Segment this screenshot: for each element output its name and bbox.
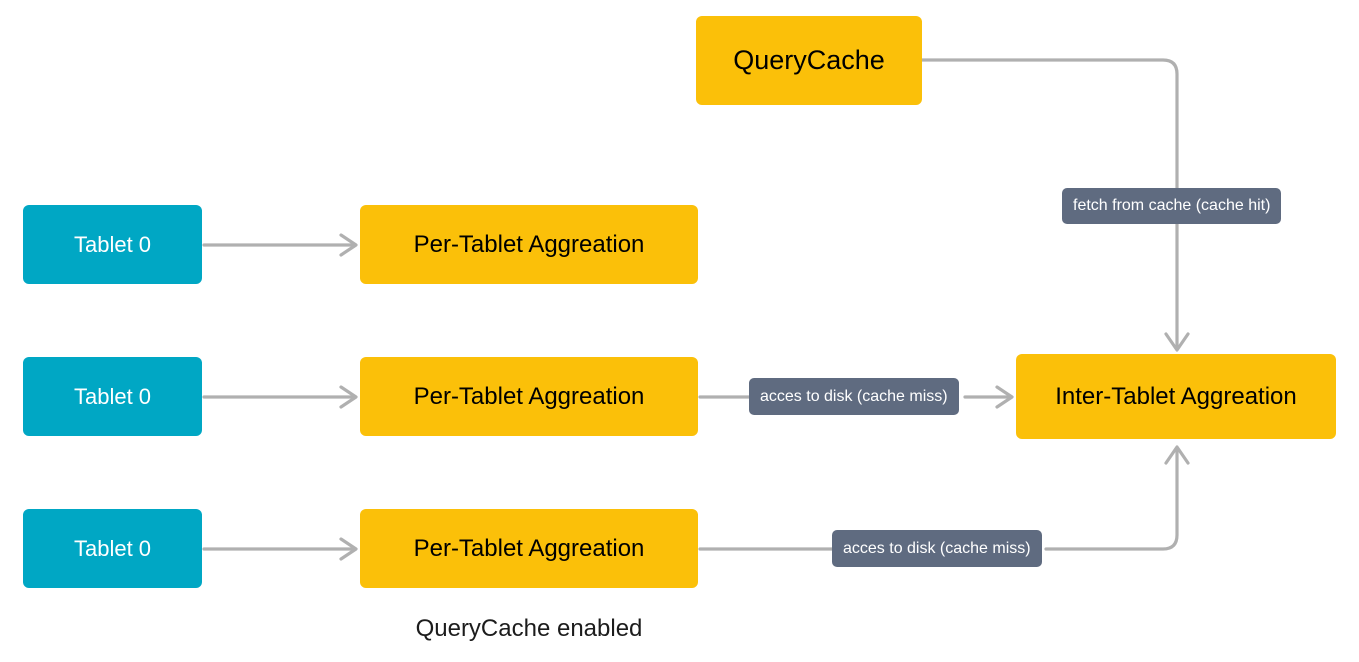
node-inter-tablet-aggregation[interactable]: Inter-Tablet Aggreation: [1016, 354, 1336, 439]
node-tablet-2-label: Tablet 0: [73, 535, 152, 561]
node-per-tablet-aggregation-1-label: Per-Tablet Aggreation: [413, 382, 645, 410]
node-per-tablet-aggregation-0[interactable]: Per-Tablet Aggreation: [360, 205, 698, 284]
node-per-tablet-aggregation-1[interactable]: Per-Tablet Aggreation: [360, 357, 698, 436]
node-tablet-2[interactable]: Tablet 0: [23, 509, 202, 588]
edge-label-cache-hit: fetch from cache (cache hit): [1062, 188, 1282, 224]
node-query-cache-label: QueryCache: [733, 44, 885, 75]
node-query-cache[interactable]: QueryCache: [696, 16, 922, 105]
edge-tablet2-to-pertablet2: [202, 537, 358, 561]
edge-pertablet2-to-intertablet: [698, 445, 1190, 551]
node-tablet-0[interactable]: Tablet 0: [23, 205, 202, 284]
node-per-tablet-aggregation-0-label: Per-Tablet Aggreation: [413, 230, 645, 258]
edge-label-cache-miss-bottom: acces to disk (cache miss): [832, 530, 1042, 567]
edge-label-cache-miss-middle: acces to disk (cache miss): [749, 378, 959, 415]
node-tablet-0-label: Tablet 0: [73, 231, 152, 257]
node-per-tablet-aggregation-2-label: Per-Tablet Aggreation: [413, 534, 645, 562]
edge-tablet1-to-pertablet1: [202, 385, 358, 409]
edge-tablet0-to-pertablet0: [202, 233, 358, 257]
edge-pertablet1-to-intertablet: [698, 385, 1014, 409]
edge-querycache-to-intertablet: [920, 58, 1190, 352]
diagram-caption: QueryCache enabled: [415, 615, 643, 642]
node-tablet-1-label: Tablet 0: [73, 383, 152, 409]
node-inter-tablet-aggregation-label: Inter-Tablet Aggreation: [1055, 382, 1297, 410]
node-per-tablet-aggregation-2[interactable]: Per-Tablet Aggreation: [360, 509, 698, 588]
node-tablet-1[interactable]: Tablet 0: [23, 357, 202, 436]
